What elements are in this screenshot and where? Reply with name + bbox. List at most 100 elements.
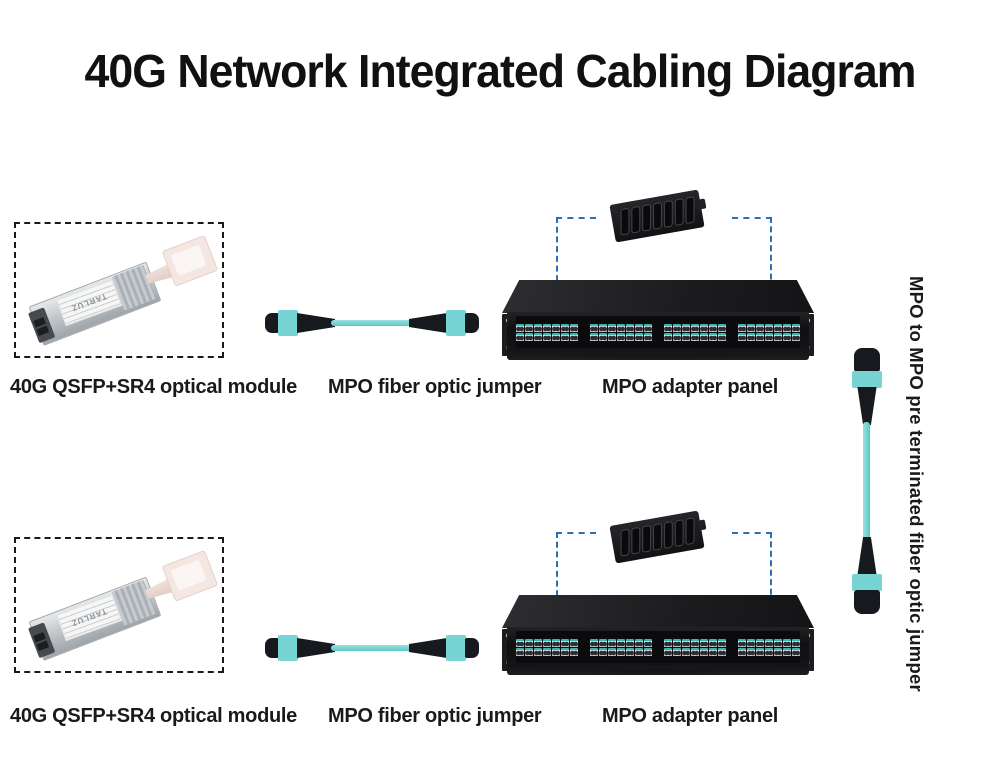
lc-duplex-adapter — [561, 323, 569, 332]
lc-duplex-adapter — [747, 647, 755, 656]
lc-duplex-adapter — [756, 332, 764, 341]
mpo-coupler-slot — [674, 519, 684, 548]
lc-duplex-adapter — [590, 332, 598, 341]
mpo-coupler-slot — [641, 203, 651, 232]
lc-port-group — [516, 638, 578, 656]
lc-duplex-adapter — [534, 638, 542, 647]
callout-line-right — [732, 217, 772, 289]
qsfp-module-illustration: TARLUZ — [24, 234, 220, 346]
lc-duplex-adapter — [756, 638, 764, 647]
lc-duplex-adapter — [738, 332, 746, 341]
lc-duplex-adapter — [626, 323, 634, 332]
panel-top-face — [502, 280, 814, 313]
mpo-connector-band-bottom — [852, 574, 882, 591]
lc-duplex-adapter — [682, 638, 690, 647]
qsfp-module-port-slot — [33, 317, 46, 328]
lc-duplex-adapter — [738, 647, 746, 656]
lc-duplex-adapter — [635, 332, 643, 341]
lc-duplex-adapter — [783, 332, 791, 341]
lc-duplex-adapter — [543, 638, 551, 647]
mpo-connector-band-right — [446, 310, 466, 336]
qsfp-module-pulltab-hole — [170, 559, 207, 591]
module-label: 40G QSFP+SR4 optical module — [10, 376, 297, 398]
lc-duplex-adapter — [626, 638, 634, 647]
lc-duplex-adapter — [664, 638, 672, 647]
lc-duplex-adapter — [682, 647, 690, 656]
lc-duplex-adapter — [673, 638, 681, 647]
mpo-coupler-slot — [652, 523, 662, 551]
lc-duplex-adapter — [570, 647, 578, 656]
lc-port-group — [738, 638, 800, 656]
lc-duplex-adapter — [792, 638, 800, 647]
mpo-connector-tip-right — [465, 638, 479, 658]
mpo-coupler-slot — [630, 526, 640, 555]
module-dashed-box — [14, 222, 224, 358]
mpo-connector-boot-left — [297, 638, 335, 658]
lc-duplex-adapter — [543, 647, 551, 656]
lc-duplex-adapter — [525, 638, 533, 647]
lc-duplex-adapter — [718, 323, 726, 332]
lc-duplex-adapter — [617, 638, 625, 647]
panel-front-face — [507, 312, 809, 360]
lc-duplex-adapter — [774, 638, 782, 647]
mpo-coupler-slot — [641, 524, 651, 553]
lc-duplex-adapter — [552, 332, 560, 341]
lc-duplex-adapter — [617, 647, 625, 656]
lc-duplex-adapter — [774, 647, 782, 656]
mpo-coupler-slot — [620, 207, 629, 236]
lc-duplex-adapter — [673, 647, 681, 656]
lc-duplex-adapter — [691, 332, 699, 341]
lc-duplex-adapter — [590, 638, 598, 647]
mpo-connector-boot-right — [409, 638, 447, 658]
callout-line-left — [556, 532, 596, 606]
lc-duplex-adapter — [516, 332, 524, 341]
lc-duplex-adapter — [765, 323, 773, 332]
lc-duplex-adapter — [756, 647, 764, 656]
lc-duplex-adapter — [617, 332, 625, 341]
lc-duplex-adapter — [673, 323, 681, 332]
lc-duplex-adapter — [709, 638, 717, 647]
mpo-adapter-strip-illustration — [609, 189, 705, 243]
qsfp-module-brand: TARLUZ — [69, 606, 108, 628]
mpo-connector-tip-left — [265, 313, 279, 333]
fiber-cable-vertical — [863, 422, 870, 540]
lc-duplex-adapter — [691, 647, 699, 656]
lc-duplex-adapter — [691, 638, 699, 647]
lc-port-group — [664, 638, 726, 656]
lc-duplex-adapter — [543, 332, 551, 341]
lc-duplex-adapter — [700, 647, 708, 656]
lc-duplex-adapter — [516, 638, 524, 647]
mpo-adapter-strip-illustration — [609, 510, 705, 564]
panel-label: MPO adapter panel — [602, 705, 779, 727]
panel-front-face — [507, 627, 809, 675]
qsfp-module-body-group: TARLUZ — [27, 234, 220, 351]
module-dashed-box — [14, 537, 224, 673]
lc-duplex-adapter — [774, 323, 782, 332]
panel-top-face — [502, 595, 814, 628]
mpo-coupler-slot — [674, 198, 684, 227]
lc-duplex-adapter — [747, 323, 755, 332]
lc-duplex-adapter — [635, 638, 643, 647]
lc-duplex-adapter — [783, 323, 791, 332]
lc-duplex-adapter — [644, 647, 652, 656]
mpo-coupler-slot — [685, 517, 694, 546]
panel-shadow — [521, 669, 795, 675]
lc-duplex-adapter — [709, 323, 717, 332]
adapter-panel-illustration — [502, 595, 814, 687]
mpo-coupler-slot — [663, 521, 673, 550]
mpo-jumper-illustration — [265, 308, 479, 338]
lc-duplex-adapter — [552, 647, 560, 656]
lc-duplex-adapter — [700, 638, 708, 647]
callout-line-left — [556, 217, 596, 291]
lc-duplex-adapter — [599, 638, 607, 647]
lc-duplex-adapter — [590, 323, 598, 332]
mpo-connector-band-right — [446, 635, 466, 661]
lc-duplex-adapter — [644, 332, 652, 341]
mpo-connector-boot-bottom — [857, 537, 877, 575]
lc-duplex-adapter — [599, 647, 607, 656]
lc-duplex-adapter — [543, 323, 551, 332]
lc-duplex-adapter — [709, 332, 717, 341]
lc-duplex-adapter — [552, 323, 560, 332]
lc-port-group — [516, 323, 578, 341]
lc-duplex-adapter — [747, 332, 755, 341]
